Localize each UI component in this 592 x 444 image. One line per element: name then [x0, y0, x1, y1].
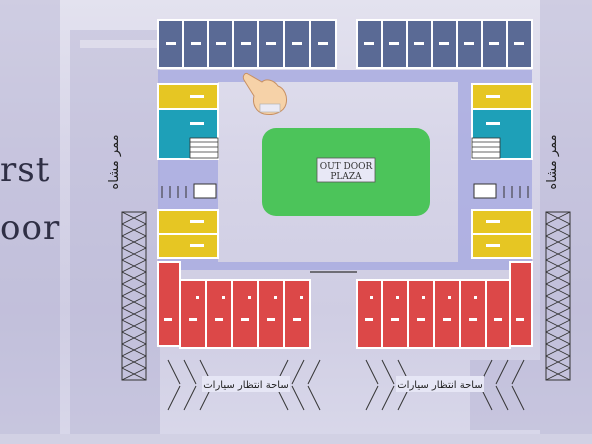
parking-left-label: ساحة انتظار سيارات [203, 380, 288, 391]
yellow-unit-right-mid [471, 209, 533, 235]
entrance-left [161, 183, 217, 199]
unit-door-mark [190, 122, 204, 125]
hatch-line [121, 271, 147, 285]
yellow-unit-left-top [157, 83, 219, 110]
unit-door-mark [190, 95, 204, 98]
unit-door-mark [190, 220, 204, 223]
stair-right-lines [472, 141, 500, 153]
stair-left [189, 137, 219, 159]
plaza-sign [316, 157, 376, 183]
hatch-line [121, 295, 147, 309]
hatch-line [121, 235, 147, 249]
parking-left-label-box [202, 376, 290, 392]
hatch-line [545, 235, 571, 249]
hatch-line [121, 355, 147, 369]
stair-left-lines [190, 141, 218, 153]
hatch-line [121, 331, 147, 345]
unit-door-mark [486, 220, 500, 223]
plaza-label-line1: OUT DOOR [320, 162, 373, 172]
hatch-line [545, 295, 571, 309]
bg-building-left-2 [70, 30, 160, 440]
hatch-line [545, 223, 571, 237]
bg-stripe [80, 40, 160, 48]
entrance-right [473, 183, 529, 199]
hatch-line [545, 307, 571, 321]
hatch-line [121, 319, 147, 333]
unit-door-mark [486, 95, 500, 98]
yellow-unit-right-top [471, 83, 533, 110]
top-shops-right [356, 19, 533, 69]
parking-right-label: ساحة انتظار سيارات [397, 380, 482, 391]
unit-door-mark [486, 122, 500, 125]
yellow-unit-right-bottom [471, 233, 533, 259]
hatch-line [545, 367, 571, 381]
parking-right-label-box [396, 376, 484, 392]
hatch-line [545, 343, 571, 357]
walkway-left-crosshatch [121, 211, 147, 381]
hatch-line [545, 355, 571, 369]
hatch-line [121, 223, 147, 237]
hatch-line [121, 283, 147, 297]
hatch-line [545, 283, 571, 297]
unit-door-mark [190, 244, 204, 247]
top-shops-left [157, 19, 337, 69]
red-shops-left [157, 261, 311, 349]
bg-shop-right [470, 360, 540, 430]
bottom-strip [0, 434, 592, 444]
hatch-line [545, 331, 571, 345]
hatch-line [121, 307, 147, 321]
side-title-line1: rst [0, 150, 51, 190]
walkway-right-label: ممر مشاه [545, 134, 560, 189]
hatch-line [121, 211, 147, 225]
hatch-line [545, 211, 571, 225]
hatch-line [121, 343, 147, 357]
walkway-right-crosshatch [545, 211, 571, 381]
hatch-line [545, 247, 571, 261]
red-shops-right [356, 261, 533, 349]
walkway-right-hatch [545, 211, 571, 381]
stair-right [471, 137, 501, 159]
pointing-hand-icon [242, 73, 287, 115]
walkway-left-label: ممر مشاه [107, 134, 122, 189]
side-title-line2: oor [0, 208, 61, 248]
hatch-line [121, 259, 147, 273]
walkway-left-hatch [121, 211, 147, 381]
hatch-line [545, 319, 571, 333]
hatch-line [121, 247, 147, 261]
bg-building-left [0, 0, 60, 444]
plaza-label-line2: PLAZA [330, 172, 362, 182]
hatch-line [545, 259, 571, 273]
hatch-line [121, 367, 147, 381]
yellow-unit-left-bottom [157, 233, 219, 259]
unit-door-mark [486, 244, 500, 247]
yellow-unit-left-mid [157, 209, 219, 235]
hatch-line [545, 271, 571, 285]
